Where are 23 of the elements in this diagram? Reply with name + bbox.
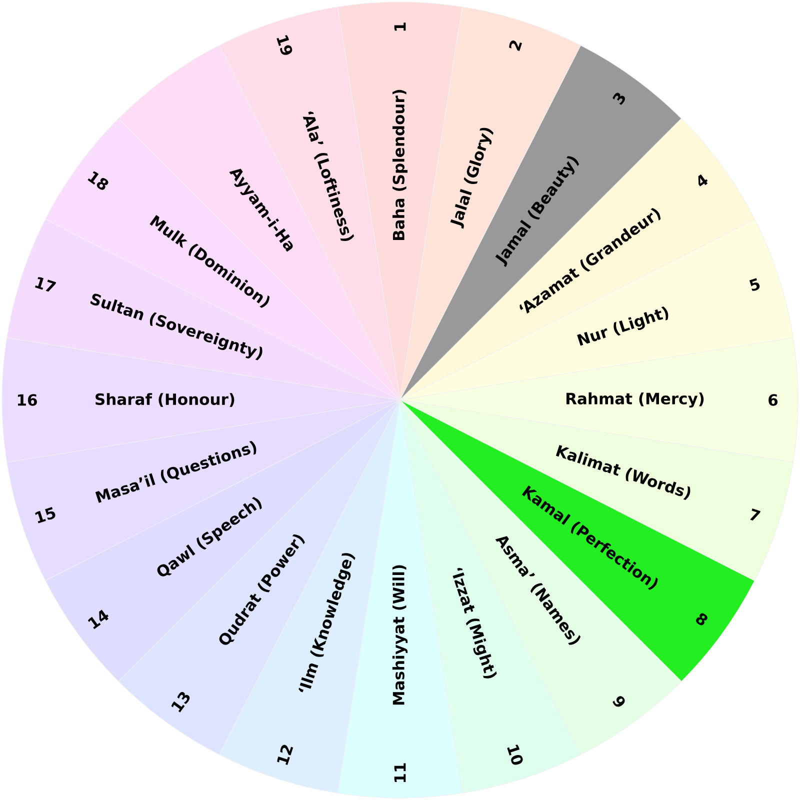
month-number: 2 bbox=[509, 40, 522, 51]
month-name: Mashiyyat (Will) bbox=[392, 565, 408, 705]
month-number: 9 bbox=[612, 696, 625, 707]
month-number: 19 bbox=[276, 35, 292, 55]
month-number: 13 bbox=[171, 692, 190, 712]
month-number: 18 bbox=[88, 171, 108, 190]
month-number: 11 bbox=[394, 763, 406, 782]
month-name: Rahmat (Mercy) bbox=[566, 392, 704, 408]
month-number: 7 bbox=[750, 508, 760, 521]
month-number: 4 bbox=[698, 174, 708, 186]
month-number: 15 bbox=[35, 507, 56, 524]
month-number: 5 bbox=[749, 278, 760, 291]
month-number: 10 bbox=[507, 744, 523, 765]
month-name: Sharaf (Honour) bbox=[96, 393, 234, 407]
month-number: 14 bbox=[88, 610, 108, 630]
month-number: 12 bbox=[277, 744, 294, 766]
month-number: 3 bbox=[612, 92, 625, 105]
month-number: 1 bbox=[394, 22, 406, 31]
month-number: 6 bbox=[768, 394, 778, 406]
month-name: Baha (Splendour) bbox=[392, 90, 408, 240]
month-number: 8 bbox=[696, 613, 708, 626]
month-number: 17 bbox=[34, 277, 56, 292]
month-number: 16 bbox=[18, 394, 37, 406]
